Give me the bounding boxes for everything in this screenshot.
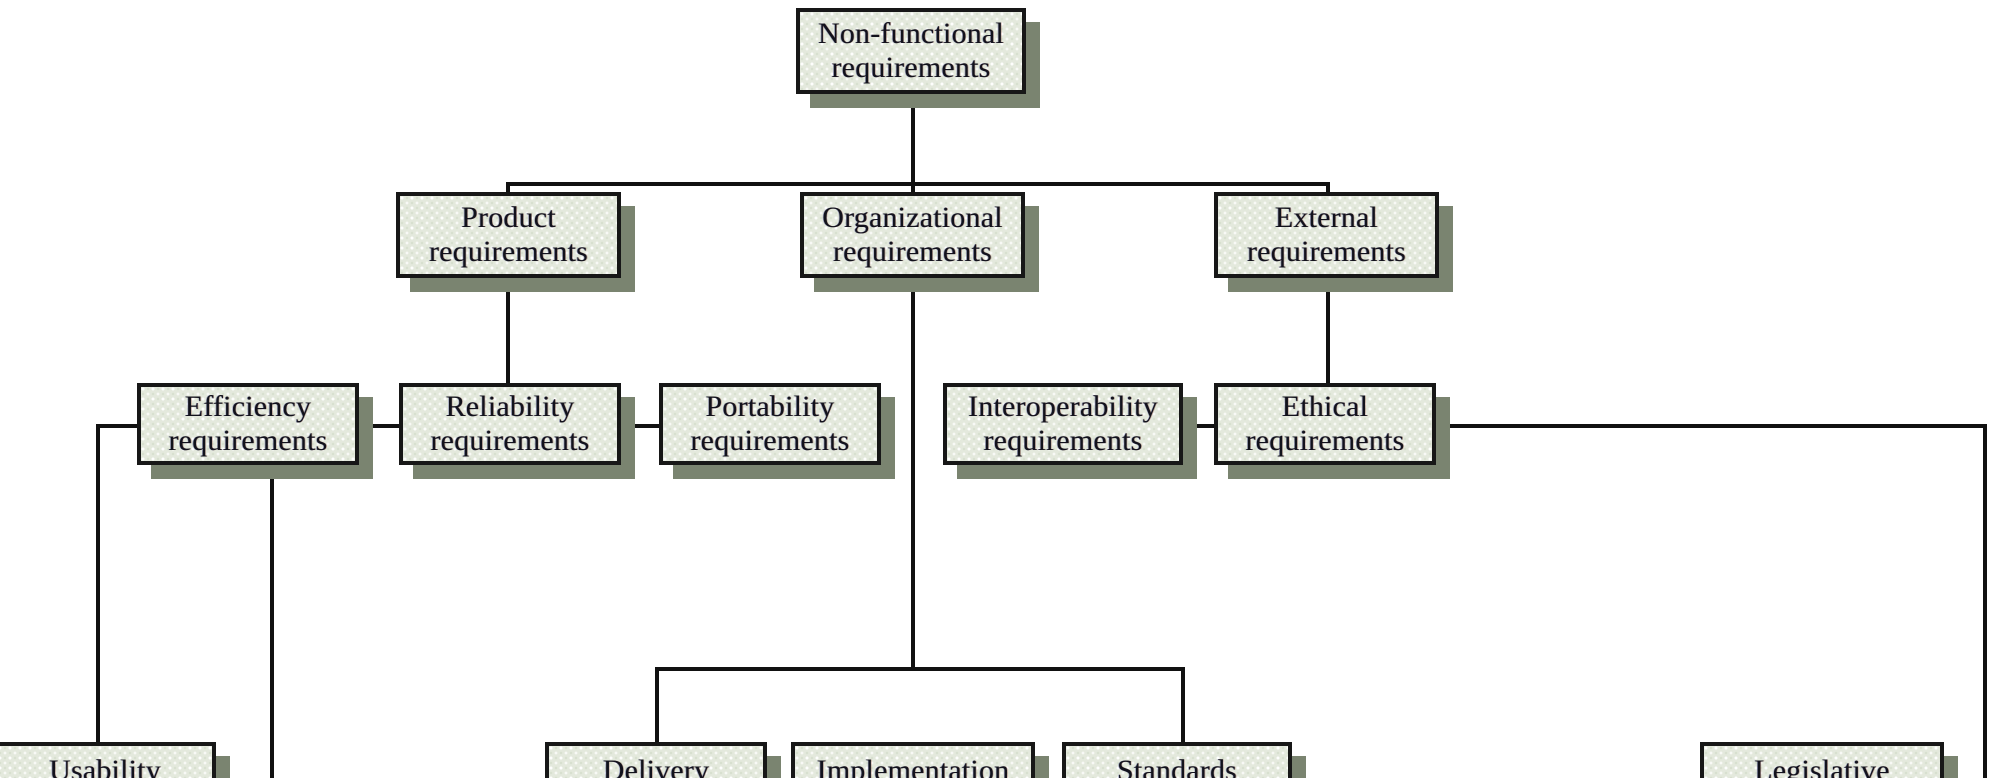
node-ethical[interactable]: Ethical requirements [1214,383,1450,479]
connector-organizational-trunk [911,276,915,670]
node-external[interactable]: External requirements [1214,192,1453,292]
node-organizational[interactable]: Organizational requirements [800,192,1039,292]
connector-organizational-children-bus [655,667,1185,671]
node-box: Organizational requirements [800,192,1025,278]
node-label: Ethical requirements [1245,390,1405,457]
connector-drop-external [1326,182,1330,194]
node-interoperability[interactable]: Interoperability requirements [943,383,1197,479]
node-label: Standards [1116,754,1238,778]
connector-drop-product [506,182,510,194]
connector-drop-efficiency-branch [270,424,274,778]
connector-external-children-bus [1062,424,1987,428]
node-label: Legislative [1754,754,1890,778]
node-reliability[interactable]: Reliability requirements [399,383,635,479]
connector-drop-standards [1181,667,1185,742]
node-box: Delivery [545,742,767,778]
node-usability[interactable]: Usability [0,742,230,778]
node-product[interactable]: Product requirements [396,192,635,292]
node-box: Implementation [791,742,1035,778]
node-label: Portability requirements [690,390,850,457]
connector-drop-organizational [911,182,915,194]
connector-root-stem [911,93,915,184]
node-box: Non-functional requirements [796,8,1026,94]
connector-level2-bus [506,182,1330,186]
node-label: Efficiency requirements [168,390,328,457]
node-label: Interoperability requirements [968,390,1158,457]
node-box: External requirements [1214,192,1439,278]
connector-drop-usability [96,424,100,778]
node-portability[interactable]: Portability requirements [659,383,895,479]
node-label: Organizational requirements [822,201,1003,268]
node-efficiency[interactable]: Efficiency requirements [137,383,373,479]
node-label: External requirements [1246,201,1406,268]
node-label: Non-functional requirements [817,17,1005,84]
node-box: Product requirements [396,192,621,278]
connector-drop-delivery [655,667,659,742]
node-implementation[interactable]: Implementation [791,742,1049,778]
node-box: Interoperability requirements [943,383,1183,465]
node-legislative[interactable]: Legislative [1700,742,1958,778]
node-label: Delivery [602,754,710,778]
node-nonfunctional[interactable]: Non-functional requirements [796,8,1040,108]
node-label: Product requirements [428,201,588,268]
connector-external-stem [1326,276,1330,424]
connector-product-stem [506,276,510,424]
node-box: Usability [0,742,216,778]
node-box: Ethical requirements [1214,383,1436,465]
node-box: Reliability requirements [399,383,621,465]
node-box: Standards [1062,742,1292,778]
connector-drop-legislative [1983,424,1987,778]
node-box: Efficiency requirements [137,383,359,465]
node-label: Implementation [816,754,1010,778]
node-box: Portability requirements [659,383,881,465]
node-label: Usability [49,754,161,778]
node-standards[interactable]: Standards [1062,742,1306,778]
node-label: Reliability requirements [430,390,590,457]
node-delivery[interactable]: Delivery [545,742,781,778]
node-box: Legislative [1700,742,1944,778]
